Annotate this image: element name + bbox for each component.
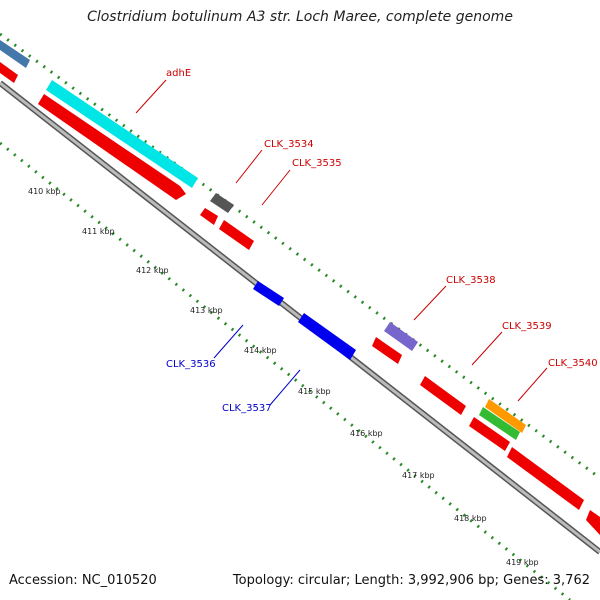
- gene-features: [0, 40, 600, 535]
- tick-label: 419 kbp: [506, 558, 539, 567]
- gene-feature: [420, 376, 466, 415]
- tick-label: 412 kbp: [136, 266, 169, 275]
- gene-feature: [372, 337, 402, 364]
- gene-feature-green: [479, 407, 520, 440]
- gene-label: adhE: [166, 68, 191, 79]
- gene-label: CLK_3540: [548, 358, 598, 369]
- gene-feature-orange: [485, 399, 526, 433]
- gene-feature-blue: [298, 313, 356, 360]
- leader-lines: [135, 79, 548, 406]
- tick-label: 414 kbp: [244, 346, 277, 355]
- tick-label: 416 kbp: [350, 429, 383, 438]
- gene-feature: [469, 417, 510, 451]
- gene-feature: [200, 208, 218, 225]
- tick-label: 415 kbp: [298, 387, 331, 396]
- gene-feature-cyan: [46, 80, 198, 188]
- gene-label: CLK_3534: [264, 139, 314, 150]
- gene-feature-adhE: [38, 94, 186, 200]
- tick-label: 418 kbp: [454, 514, 487, 523]
- inner-dot-track: [0, 141, 571, 600]
- gene-feature-purple: [384, 322, 418, 351]
- gene-label: CLK_3538: [446, 275, 496, 286]
- tick-label: 413 kbp: [190, 306, 223, 315]
- gene-label: CLK_3536: [166, 359, 216, 370]
- gene-feature-grey: [210, 193, 234, 213]
- gene-label: CLK_3537: [222, 403, 272, 414]
- outer-dot-track: [0, 32, 600, 480]
- tick-label: 411 kbp: [82, 227, 115, 236]
- gene-feature-blue: [253, 281, 284, 306]
- gene-feature: [0, 62, 18, 83]
- accession-label: Accession: NC_010520: [9, 573, 157, 588]
- map-title: Clostridium botulinum A3 str. Loch Maree…: [87, 9, 513, 25]
- tick-label: 417 kbp: [402, 471, 435, 480]
- tick-label: 410 kbp: [28, 187, 61, 196]
- gene-feature: [219, 220, 254, 250]
- gene-label: CLK_3535: [292, 158, 342, 169]
- gene-label: CLK_3539: [502, 321, 552, 332]
- gene-feature-steel: [0, 40, 30, 68]
- topology-label: Topology: circular; Length: 3,992,906 bp…: [232, 573, 590, 588]
- gene-feature: [507, 447, 584, 510]
- gene-feature: [586, 510, 600, 535]
